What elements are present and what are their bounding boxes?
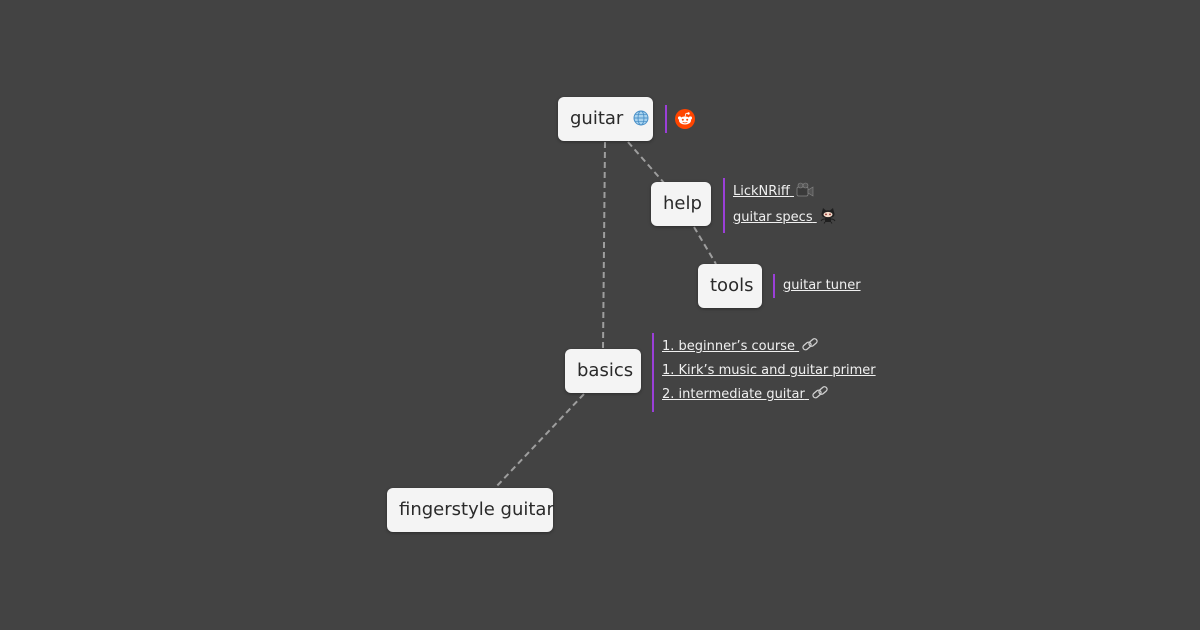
node-guitar[interactable]: guitar	[558, 97, 653, 141]
node-basics[interactable]: basics	[565, 349, 641, 393]
node-help-label: help	[663, 193, 702, 214]
help-links: LickNRiff guitar specs	[723, 178, 837, 233]
node-fingerstyle-guitar[interactable]: fingerstyle guitar	[387, 488, 554, 532]
chain-link-icon	[802, 338, 818, 351]
node-fingerstyle-guitar-label: fingerstyle guitar	[399, 499, 554, 520]
link-guitar-specs-label: guitar specs	[733, 210, 813, 225]
link-beginners-course[interactable]: 1. beginner’s course	[662, 335, 876, 359]
node-help[interactable]: help	[651, 182, 711, 226]
link-intermediate-guitar[interactable]: 2. intermediate guitar	[662, 383, 876, 407]
link-licknriff-label: LickNRiff	[733, 184, 790, 199]
edge-help-tools	[693, 226, 717, 265]
link-guitar-specs[interactable]: guitar specs	[733, 205, 837, 231]
link-intermediate-guitar-label: 2. intermediate guitar	[662, 387, 805, 402]
node-guitar-label: guitar	[570, 108, 624, 129]
link-licknriff[interactable]: LickNRiff	[733, 179, 837, 205]
node-tools-label: tools	[710, 275, 754, 296]
link-beginners-course-label: 1. beginner’s course	[662, 339, 795, 354]
tools-links: guitar tuner	[773, 274, 861, 298]
link-guitar-tuner[interactable]: guitar tuner	[783, 278, 861, 293]
edge-guitar-basics	[602, 141, 606, 351]
edge-guitar-help	[627, 141, 666, 185]
link-kirks-primer[interactable]: 1. Kirk’s music and guitar primer	[662, 363, 876, 378]
chain-link-icon	[812, 386, 828, 399]
edge-basics-fingerstyle	[494, 393, 585, 489]
basics-links: 1. beginner’s course 1. Kirk’s music and…	[652, 333, 876, 412]
reddit-icon[interactable]	[675, 109, 695, 129]
globe-icon	[633, 110, 649, 126]
node-basics-label: basics	[577, 360, 634, 381]
node-tools[interactable]: tools	[698, 264, 762, 308]
guitar-links	[665, 105, 695, 133]
video-camera-icon	[796, 182, 814, 197]
github-octocat-icon	[820, 208, 836, 224]
